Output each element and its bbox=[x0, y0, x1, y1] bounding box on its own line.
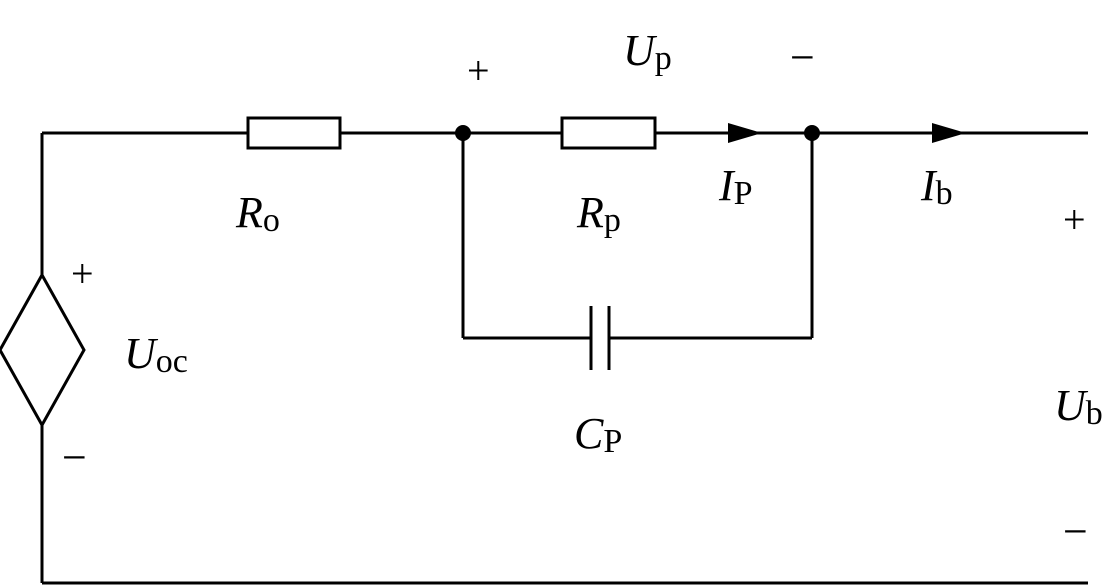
sign-up-plus: + bbox=[467, 48, 490, 93]
label-ro: Ro bbox=[235, 188, 280, 239]
sign-up-minus: − bbox=[790, 33, 815, 82]
sign-ub-minus: − bbox=[1063, 507, 1088, 556]
resistor-rp bbox=[560, 116, 657, 150]
label-ib: Ib bbox=[920, 161, 953, 212]
label-cp: CP bbox=[574, 409, 622, 460]
label-ub: Ub bbox=[1054, 381, 1103, 432]
node-left bbox=[455, 125, 471, 141]
dependent-source-diamond bbox=[0, 271, 86, 429]
arrow-ip bbox=[728, 123, 762, 143]
sign-uoc-plus: + bbox=[71, 251, 94, 296]
label-ip: IP bbox=[718, 161, 753, 212]
label-rp: Rp bbox=[576, 188, 621, 239]
sign-uoc-minus: − bbox=[62, 433, 87, 482]
arrow-ib bbox=[932, 123, 966, 143]
sign-ub-plus: + bbox=[1063, 197, 1086, 242]
label-up: Up bbox=[623, 26, 672, 77]
node-right bbox=[804, 125, 820, 141]
resistor-ro bbox=[246, 116, 342, 150]
label-uoc: Uoc bbox=[124, 329, 188, 380]
